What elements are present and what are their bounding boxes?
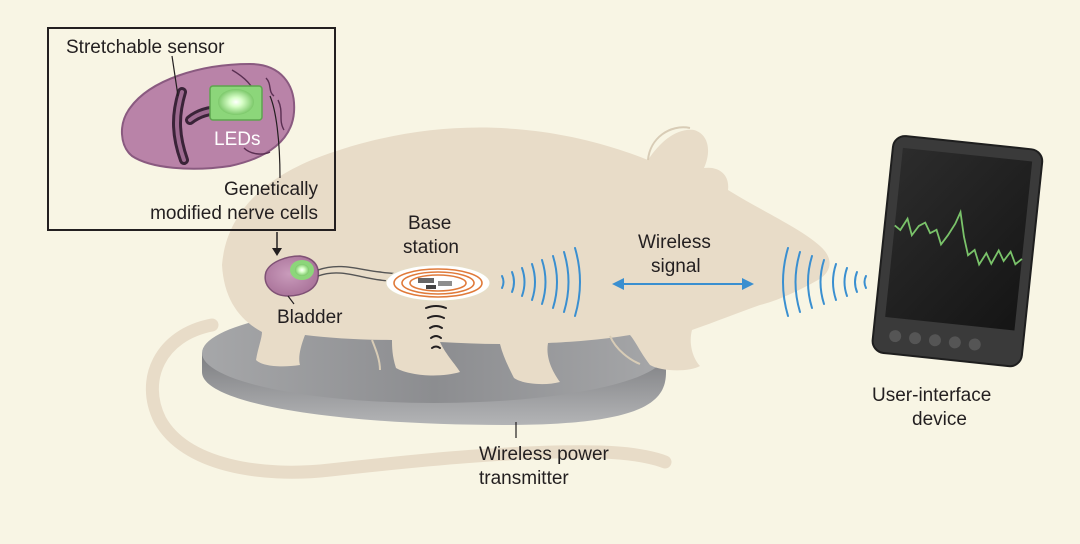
inset-pointer-arrow <box>272 232 282 256</box>
label-power-transmitter-line1: Wireless power <box>479 444 609 465</box>
screen-trace <box>894 209 1023 267</box>
rat-ear <box>647 126 691 161</box>
wireless-signal-arrow <box>612 278 754 290</box>
rat-body <box>222 127 830 385</box>
label-base-station-line2: station <box>403 237 459 258</box>
tablet-device <box>871 135 1044 368</box>
rat-tail <box>145 318 672 479</box>
label-wireless-signal-line1: Wireless <box>638 232 711 253</box>
label-ui-device-line2: device <box>912 409 967 430</box>
rat-leg-contour <box>371 339 381 371</box>
label-base-station-line1: Base <box>408 213 452 234</box>
power-waves <box>425 305 447 349</box>
label-nerve-cells-line1: Genetically <box>224 179 318 200</box>
label-wireless-signal-line2: signal <box>651 256 701 277</box>
label-power-transmitter-line2: transmitter <box>479 468 569 489</box>
inset-bladder-illustration <box>121 55 296 179</box>
label-ui-device-line1: User-interface <box>872 385 992 406</box>
label-stretchable-sensor: Stretchable sensor <box>66 37 225 58</box>
base-station-coil <box>385 264 491 302</box>
bladder-implant <box>264 255 320 305</box>
rat-leg-contour <box>609 335 641 365</box>
inset-panel <box>47 27 336 231</box>
label-leds: LEDs <box>214 129 261 150</box>
label-bladder: Bladder <box>277 307 343 328</box>
signal-waves-base <box>501 247 581 317</box>
signal-waves-device <box>782 247 867 317</box>
label-nerve-cells-line2: modified nerve cells <box>150 203 318 224</box>
